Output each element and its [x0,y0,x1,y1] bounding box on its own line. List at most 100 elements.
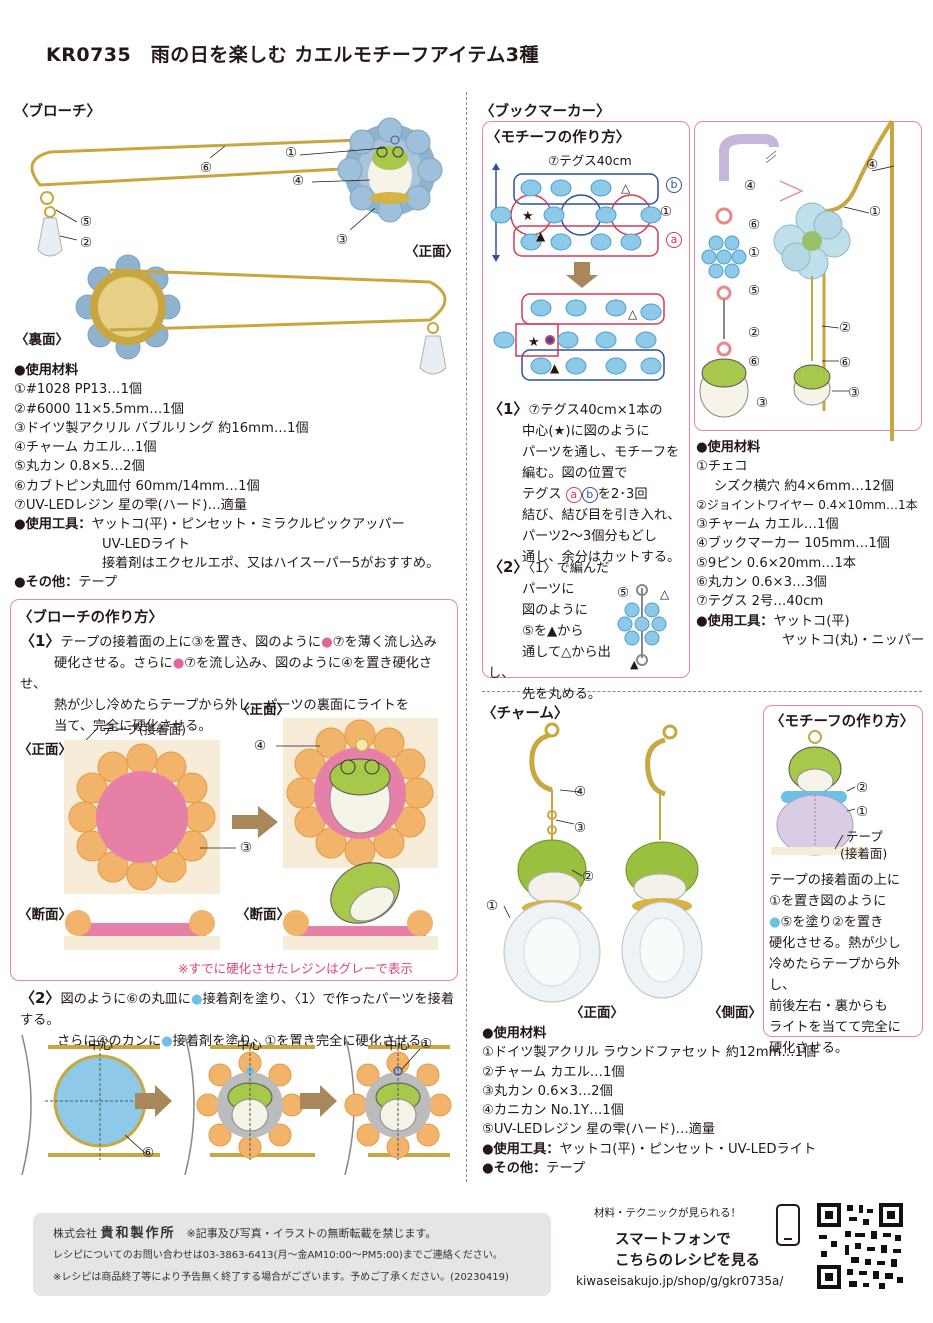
bookmarker-heading: 〈ブックマーカー〉 [480,104,611,120]
pink-dot-icon: ● [172,656,185,671]
step-text: 冷めたらテープから外し、 [769,957,901,993]
svg-text:▲: ▲ [536,229,546,243]
howto-label-3: ③ [240,840,253,856]
thread-b-icon: b [666,177,682,193]
weave-diagram: ★ ▲ △ ★ ▲ △ [490,163,665,381]
material-item: ⑥カブトピン丸皿付 60mm/14mm…1個 [14,478,260,494]
charm-side-label: 〈側面〉 [708,1005,762,1021]
step2-label-6: ⑥ [142,1145,155,1161]
brooch-step2-diagram [21,1034,452,1176]
horizontal-divider [482,691,922,692]
brooch-step1: 〈1〉テープの接着面の上に③を置き、図のように●⑦を薄く流し込み 硬化させる。さ… [20,631,452,737]
charm-motif-heading: 〈モチーフの作り方〉 [770,714,915,730]
step-number: 〈2〉 [20,989,61,1007]
step-text: 図のように [522,603,588,618]
charm-label-4: ④ [574,784,587,800]
step-text: 中心(★)に図のように [522,424,650,439]
tools-heading: ●使用工具： [696,613,774,629]
pink-dot-icon: ● [321,635,333,650]
material-item: ④チャーム カエル…1個 [14,440,157,456]
charm-motif-diagram [771,730,861,856]
assembly-label-3: ③ [756,395,769,411]
brooch-howto-heading: 〈ブローチの作り方〉 [18,610,163,626]
step-text: パーツに [522,582,575,597]
bookmarker-step2: 〈2〉〈1〉で編んだ パーツに 図のように ⑤を▲から 通して△から出し、 先を… [488,557,618,705]
motif-tape-label: テープ [846,829,883,844]
step-text: パーツ2～3個分もどし [522,529,657,544]
step-text: 図のように⑥の丸皿に [60,992,191,1007]
step-text: テープの接着面の上に③を置き、図のように [60,635,322,650]
front-label-1: 〈正面〉 [18,742,72,758]
pin-label-5: ⑤ [617,585,630,601]
tools-heading: ●使用工具： [14,517,92,533]
brooch-heading: 〈ブローチ〉 [14,104,101,120]
brooch-label-6: ⑥ [200,160,213,176]
smartphone-line1: スマートフォンで [615,1232,731,1248]
motif-label-1: ① [856,804,869,820]
svg-text:△: △ [621,181,631,195]
brooch-front-label: 〈正面〉 [405,244,459,260]
step-text: 通して△から出し、 [488,645,611,681]
svg-text:△: △ [660,587,670,601]
step-text: ⑦を流し込み、図のように④を置き硬化させ、 [20,656,433,692]
blue-dot-icon: ● [190,992,203,1007]
tegusu-label: ⑦テグス40cm [548,153,632,168]
footer-box: 株式会社 貴和製作所 ※記事及び写真・イラストの無断転載を禁じます。 レシピにつ… [33,1213,551,1296]
tools-text: ヤットコ(平)・ピンセット・ミラクルピックアッパー [91,517,405,533]
step-text: テグス [522,487,562,502]
step-text: ⑤を塗り②を置き [780,915,884,930]
step-text: 結び、結び目を引き入れ、 [522,508,681,523]
material-item: ③丸カン 0.6×3…2個 [482,1083,613,1099]
charm-photo [503,722,703,1003]
svg-text:△: △ [628,307,638,321]
step-text: ⑦テグス40cm×1本の [528,403,663,418]
step-text: 熱が少し冷めたらテープから外し、パーツの裏面にライトを [54,698,410,713]
step-text: 編む。図の位置で [522,466,628,481]
brooch-label-5: ⑤ [80,214,93,230]
material-item: ⑦テグス 2号…40cm [696,594,824,610]
other-text: テープ [78,575,118,591]
step-text: 当て、完全に硬化させる。 [54,719,212,734]
smartphone-line2: こちらのレシピを見る [615,1253,760,1269]
thread-b-icon: b [581,487,598,503]
material-item: ④ブックマーカー 105mm…1個 [696,536,890,552]
step-text: ライトを当てて完全に [769,1020,901,1035]
material-item: ③チャーム カエル…1個 [696,517,839,533]
copyright-note: ※記事及び写真・イラストの無断転載を禁じます。 [186,1227,437,1240]
brooch-step1-diagram [64,718,438,950]
qr-code-icon[interactable] [815,1201,905,1291]
tape-label: テープ(接着面) [102,722,187,737]
brooch-label-1: ① [285,145,298,161]
company-name: 貴和製作所 [100,1226,176,1241]
material-item: ②#6000 11×5.5mm…1個 [14,401,184,417]
charm-materials: ●使用材料 ①ドイツ製アクリル ラウンドファセット 約12mm…1個 ②チャーム… [482,1024,912,1178]
charm-heading: 〈チャーム〉 [482,706,569,722]
brooch-front-image [30,117,443,257]
step-text: ⑦を薄く流し込み [332,635,437,650]
step-text: テープの接着面の上に [769,873,901,888]
photo-label-6: ⑥ [839,355,852,371]
bookmarker-step1: 〈1〉⑦テグス40cm×1本の 中心(★)に図のように パーツを通し、モチーフを… [488,399,688,568]
recipe-url[interactable]: kiwaseisakujo.jp/shop/g/gkr0735a/ [576,1274,784,1288]
material-item: ②ジョイントワイヤー 0.4×10mm…1本 [696,497,918,512]
blue-dot-icon: ● [769,915,781,930]
motif-tape-label-2: (接着面) [840,846,888,861]
material-item: ①チェコ [696,459,748,475]
material-item: ⑤9ピン 0.6×20mm…1本 [696,555,857,571]
tools-heading: ●使用工具： [482,1141,560,1157]
step-text: 先を丸める。 [522,687,602,702]
step-text: 通し、余分はカットする。 [522,550,681,565]
smartphone-small-text: 材料・テクニックが見られる！ [594,1207,741,1219]
assembly-label-5: ⑤ [748,283,761,299]
materials-heading: ●使用材料 [696,440,761,455]
brooch-label-4: ④ [292,173,305,189]
end-notice: ※レシピは商品終了等により予告無く終了する場合がございます。予めご了承ください。… [53,1272,509,1283]
tools-text: ヤットコ(平) [773,613,850,629]
material-item: ③ドイツ製アクリル バブルリング 約16mm…1個 [14,420,309,436]
center-label-1: 中心 [88,1037,114,1052]
step-text: 硬化させる。 [769,1041,849,1056]
charm-motif-text: テープの接着面の上に ①を置き図のように ●⑤を塗り②を置き 硬化させる。熱が少… [769,870,921,1059]
other-text: テープ [546,1161,586,1177]
blue-dot-icon: ● [161,1034,173,1049]
material-item: シズク横穴 約4×6mm…12個 [714,478,894,494]
